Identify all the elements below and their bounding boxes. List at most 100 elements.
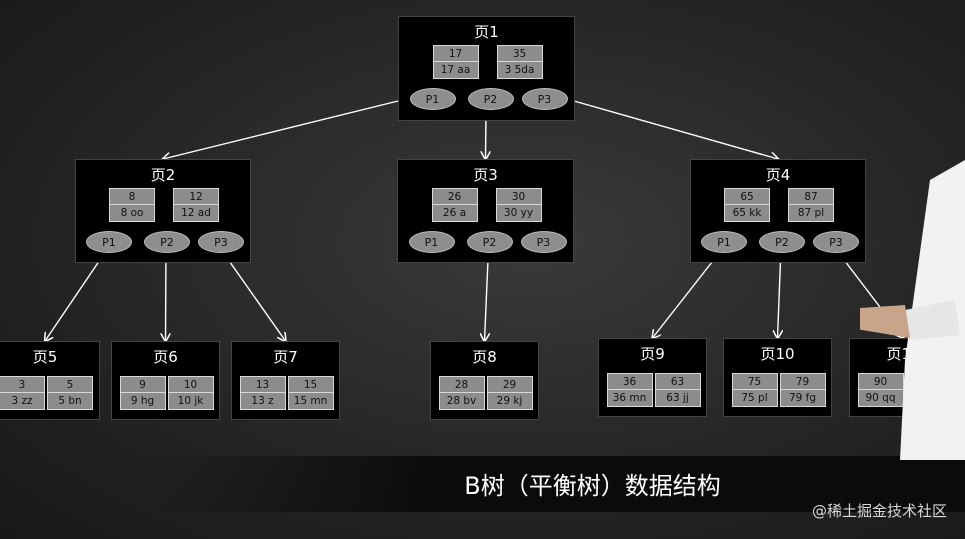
key-cell: 3 3 zz — [0, 376, 45, 410]
record-value: 26 a — [442, 207, 467, 219]
key-value: 63 — [655, 374, 700, 390]
key-value: 90 — [858, 374, 903, 390]
record-value: 10 jk — [177, 395, 204, 407]
node-p3: 页3 26 26 a 30 30 yy P1 P2 P3 — [397, 159, 574, 263]
record-value: 9 hg — [130, 395, 155, 407]
key-value: 3 — [0, 377, 44, 393]
record-value: 3 zz — [11, 395, 33, 407]
edge-p2-p5 — [45, 247, 109, 341]
key-cell: 65 65 kk — [724, 188, 770, 222]
key-value: 13 — [240, 377, 285, 393]
pointer-p2: P2 — [144, 231, 190, 253]
key-value: 15 — [288, 377, 333, 393]
record-value: 87 pl — [797, 207, 825, 219]
node-title: 页9 — [640, 345, 665, 363]
record-value: 65 kk — [732, 207, 762, 219]
node-p7: 页7 13 13 z 15 15 mn — [231, 341, 340, 420]
edge-p4-p10 — [778, 247, 782, 338]
node-title: 页2 — [150, 166, 176, 184]
pointer-p1: P1 — [409, 88, 456, 110]
node-title: 页10 — [760, 345, 795, 363]
node-title: 页3 — [473, 166, 498, 184]
key-cell: 75 75 pl — [731, 373, 778, 407]
edge-p2-p6 — [166, 247, 167, 341]
key-value: 26 — [432, 189, 477, 205]
node-p11: 页11 90 90 qq 99 99 we — [849, 338, 958, 417]
pointer-p3: P3 — [198, 231, 244, 253]
edge-p3-p8 — [485, 247, 489, 341]
pointer-p1: P1 — [86, 231, 132, 253]
pointer-p3: P3 — [813, 231, 859, 253]
key-value: 36 — [607, 374, 652, 390]
node-title: 页11 — [886, 345, 921, 363]
node-title: 页4 — [765, 166, 791, 184]
key-cell: 17 17 aa — [432, 45, 479, 79]
pointer-p1: P1 — [408, 231, 455, 253]
key-value: 79 — [780, 374, 825, 390]
node-title: 页7 — [273, 348, 298, 366]
pointer-p2: P2 — [467, 88, 514, 110]
key-value: 75 — [732, 374, 777, 390]
record-value: 99 we — [912, 392, 945, 404]
record-value: 8 oo — [120, 207, 144, 219]
record-value: 13 z — [251, 395, 274, 407]
key-value: 65 — [725, 189, 769, 205]
key-value: 30 — [496, 189, 541, 205]
key-cell: 99 99 we — [905, 373, 952, 407]
key-cell: 63 63 jj — [654, 373, 701, 407]
key-value: 10 — [168, 377, 213, 393]
node-p9: 页9 36 36 mn 63 63 jj — [598, 338, 707, 417]
key-value: 28 — [439, 377, 484, 393]
key-cell: 79 79 fg — [779, 373, 826, 407]
node-title: 页8 — [472, 348, 497, 366]
key-cell: 12 12 ad — [173, 188, 219, 222]
key-cell: 15 15 mn — [287, 376, 334, 410]
pointer-p3: P3 — [521, 88, 568, 110]
pointer-p1: P1 — [701, 231, 747, 253]
key-cell: 90 90 qq — [857, 373, 904, 407]
record-value: 36 mn — [612, 392, 647, 404]
key-cell: 26 26 a — [431, 188, 478, 222]
node-title: 页1 — [474, 23, 499, 41]
record-value: 90 qq — [865, 392, 896, 404]
record-value: 12 ad — [181, 207, 211, 219]
record-value: 29 kj — [496, 395, 523, 407]
key-cell: 30 30 yy — [495, 188, 542, 222]
pointer-p2: P2 — [466, 231, 513, 253]
node-p10: 页10 75 75 pl 79 79 fg — [723, 338, 832, 417]
key-value: 99 — [906, 374, 951, 390]
pointer-p3: P3 — [520, 231, 567, 253]
record-value: 17 aa — [440, 64, 471, 76]
caption-band — [150, 456, 965, 512]
edge-p1-p2 — [163, 100, 399, 159]
record-value: 79 fg — [788, 392, 817, 404]
pointer-p2: P2 — [759, 231, 805, 253]
record-value: 30 yy — [503, 207, 534, 219]
key-value: 17 — [433, 46, 478, 62]
edge-p2-p7 — [219, 247, 286, 341]
diagram-caption: B树（平衡树）数据结构 — [464, 472, 721, 500]
key-value: 29 — [487, 377, 532, 393]
node-title: 页5 — [32, 348, 58, 366]
key-cell: 13 13 z — [239, 376, 286, 410]
record-value: 63 jj — [666, 392, 689, 404]
key-cell: 29 29 kj — [486, 376, 533, 410]
record-value: 75 pl — [741, 392, 768, 404]
node-title: 页6 — [153, 348, 178, 366]
record-value: 15 mn — [293, 395, 328, 407]
key-value: 12 — [174, 189, 218, 205]
edge-p4-p9 — [653, 247, 724, 338]
